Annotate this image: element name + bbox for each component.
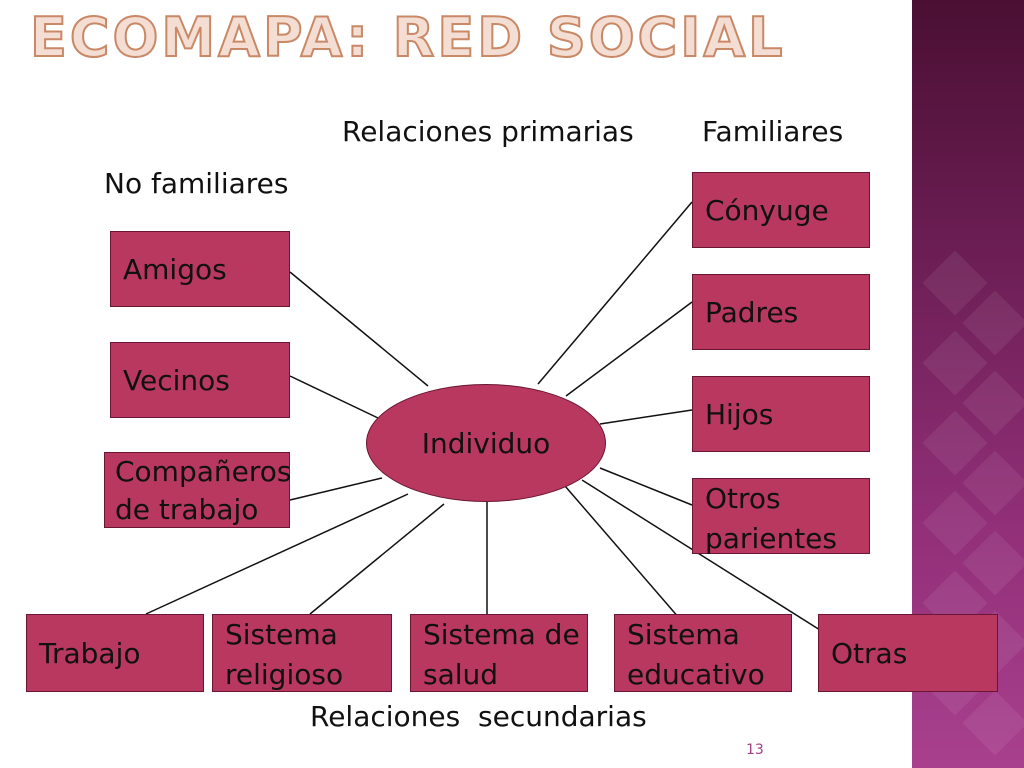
node-otras: Otras: [818, 614, 998, 692]
node-vecinos: Vecinos: [110, 342, 290, 418]
node-padres: Padres: [692, 274, 870, 350]
node-sistema-educativo: Sistema educativo: [614, 614, 792, 692]
line-companeros: [289, 477, 383, 501]
line-hijos: [599, 409, 693, 425]
node-otros-parientes: Otros parientes: [692, 478, 870, 555]
node-sistema-de-salud: Sistema de salud: [410, 614, 588, 692]
node-conyuge: Cónyuge: [692, 172, 870, 248]
node-companeros-de-trabajo: Compañeros de trabajo: [104, 452, 291, 528]
primary-relations-label: Relaciones primarias: [342, 115, 634, 148]
line-religioso: [309, 503, 445, 615]
secondary-relations-label: Relaciones secundarias: [310, 700, 647, 733]
node-trabajo: Trabajo: [26, 614, 204, 692]
nonfamily-label: No familiares: [104, 167, 289, 200]
line-otros-parientes: [599, 467, 693, 506]
slide-title: ECOMAPA: RED SOCIAL: [29, 5, 786, 70]
node-amigos: Amigos: [110, 231, 290, 307]
line-educativo: [564, 485, 687, 627]
center-label: Individuo: [421, 426, 551, 460]
line-vecinos: [289, 375, 379, 419]
node-hijos: Hijos: [692, 376, 870, 452]
line-conyuge: [537, 201, 693, 385]
line-otras: [581, 479, 821, 631]
node-sistema-religioso: Sistema religioso: [212, 614, 392, 692]
center-node-individuo: Individuo: [366, 384, 606, 502]
line-padres: [565, 301, 693, 397]
line-amigos: [289, 271, 429, 387]
line-trabajo: [145, 493, 409, 615]
family-label: Familiares: [702, 115, 844, 148]
page-number: 13: [746, 742, 764, 758]
